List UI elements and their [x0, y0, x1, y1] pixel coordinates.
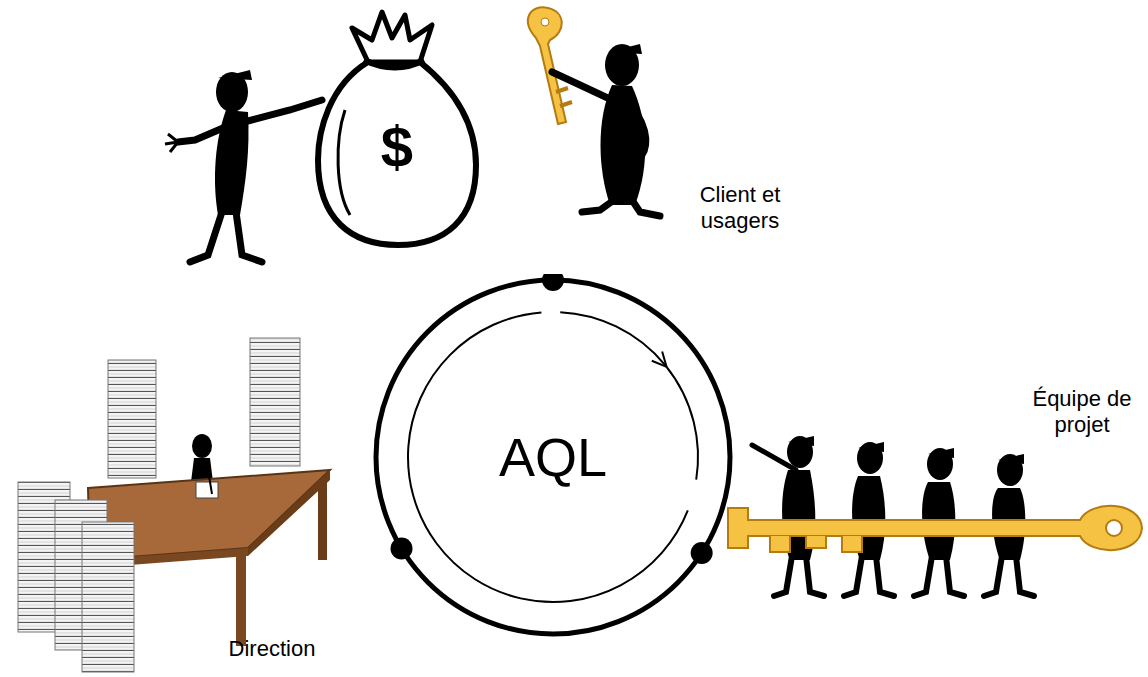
money-bag: [318, 12, 476, 245]
direction-desk: [18, 338, 330, 672]
stakeholder-label: Client et usagers: [670, 182, 810, 235]
cycle-circle: AQL: [370, 274, 736, 640]
money-figure: [165, 70, 322, 262]
node-title: AQL: [370, 426, 736, 488]
stakeholder-label: Équipe de projet: [1020, 386, 1144, 439]
project-team: [728, 436, 1142, 596]
key-figure: [528, 7, 660, 216]
stakeholder-label: Direction: [222, 636, 322, 662]
currency-symbol: $: [362, 118, 432, 176]
